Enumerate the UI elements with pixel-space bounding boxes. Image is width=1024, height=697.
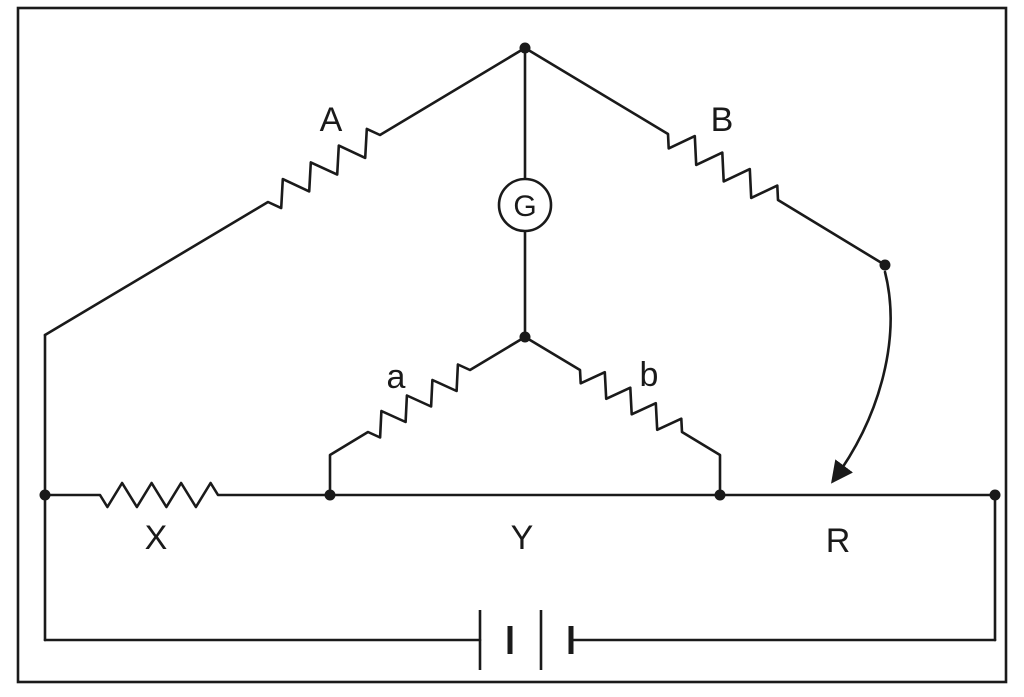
- resistor-a-branch: [328, 335, 527, 497]
- junction-y-right: [714, 489, 726, 501]
- diagram-border: [16, 6, 1008, 684]
- galvanometer-circle: [497, 177, 553, 233]
- label-resistor-R: R: [826, 522, 851, 560]
- resistor-b-branch: [523, 335, 722, 497]
- slider-arrow: [831, 270, 892, 484]
- battery-symbol: [478, 610, 574, 670]
- resistor-A-branch: [43, 46, 527, 337]
- label-resistor-A: A: [320, 101, 343, 139]
- junction-b-corner: [879, 259, 891, 271]
- junction-bottom-left: [39, 489, 51, 501]
- label-galvanometer: G: [513, 190, 536, 223]
- junction-dots: [39, 42, 1001, 501]
- label-resistor-a: a: [387, 358, 406, 396]
- label-resistor-b: b: [640, 356, 659, 394]
- component-labels: A B G a b X Y R: [145, 101, 851, 560]
- resistor-B-branch: [523, 46, 887, 267]
- junction-mid: [519, 331, 531, 343]
- junction-y-left: [324, 489, 336, 501]
- bottom-rail-with-resistor-X: [43, 481, 997, 509]
- label-resistor-Y: Y: [511, 519, 534, 557]
- junction-apex: [519, 42, 531, 54]
- label-resistor-X: X: [145, 519, 168, 557]
- junction-bottom-right: [989, 489, 1001, 501]
- label-resistor-B: B: [711, 101, 734, 139]
